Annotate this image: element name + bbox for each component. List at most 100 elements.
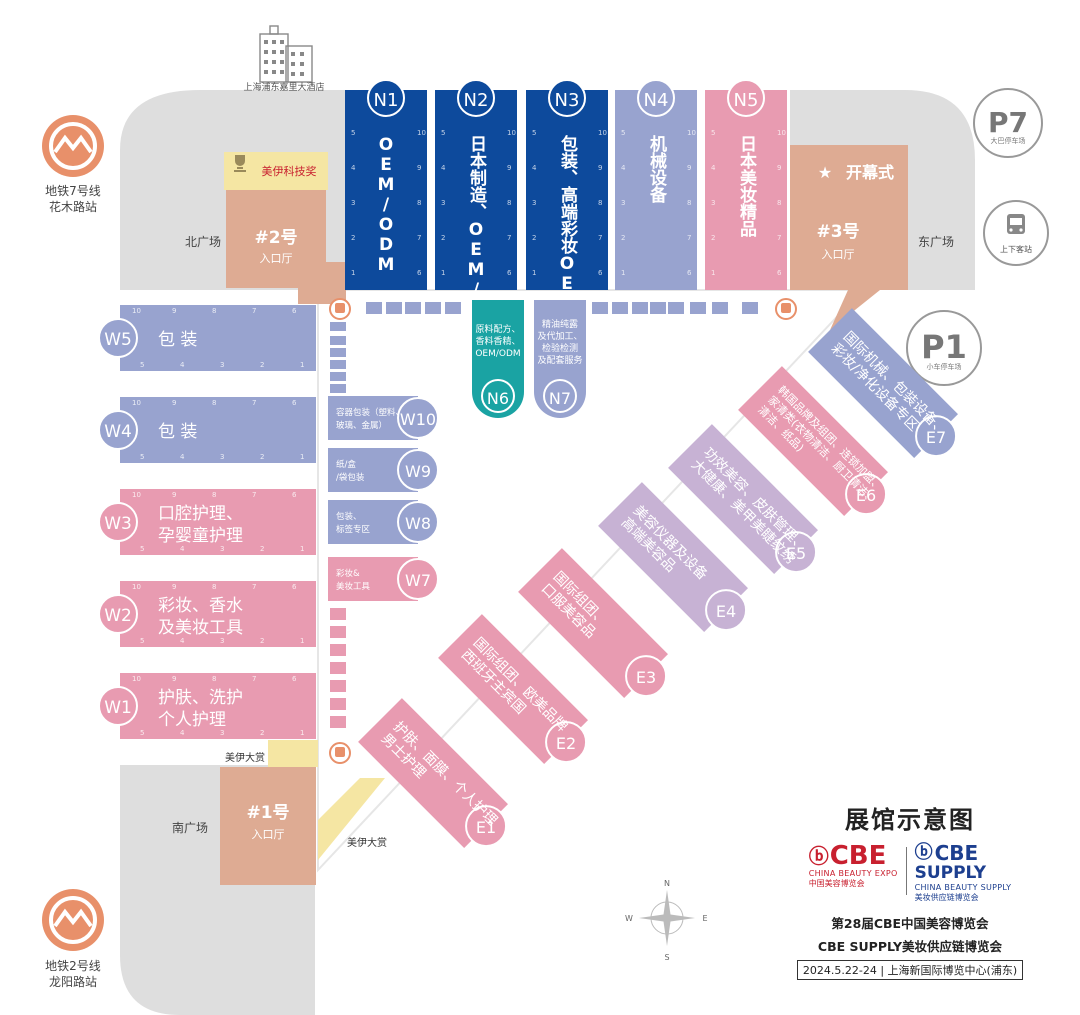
meeting-room[interactable]: [592, 302, 608, 314]
booth-number: 9: [417, 164, 421, 172]
p1-parking-icon[interactable]: [906, 310, 982, 386]
cbe-en: CHINA BEAUTY EXPO: [808, 869, 898, 878]
booth-number: 10: [507, 129, 516, 137]
hall-n7[interactable]: 精油纯露 及代加工、 检验检测 及配套服务 N7: [534, 300, 586, 418]
booth-number: 2: [532, 234, 536, 242]
metro-2-icon[interactable]: [42, 889, 104, 951]
booth-number: 7: [598, 234, 602, 242]
hall-badge: [545, 721, 588, 764]
hall-n6-line3: OEM/ODM: [475, 349, 520, 359]
hall-badge: [397, 449, 439, 491]
p7-parking-icon[interactable]: [973, 88, 1043, 158]
hall-id: E6: [856, 486, 876, 505]
meeting-room[interactable]: [330, 698, 346, 710]
booth-number: 4: [180, 637, 185, 645]
meeting-room[interactable]: [445, 302, 461, 314]
meeting-room[interactable]: [330, 348, 346, 357]
booth-number: 6: [292, 583, 297, 591]
meeting-room[interactable]: [366, 302, 382, 314]
meeting-room[interactable]: [386, 302, 402, 314]
meeting-room[interactable]: [330, 662, 346, 674]
hall-label-1: 包 装: [158, 422, 197, 442]
hall-n6-id: N6: [487, 389, 509, 408]
meeting-room[interactable]: [330, 372, 346, 381]
booth-number: 10: [777, 129, 786, 137]
meeting-room[interactable]: [330, 626, 346, 638]
booth-number: 3: [220, 729, 224, 737]
hall-w9[interactable]: W9纸/盒/袋包装: [328, 448, 439, 492]
booth-number: 10: [132, 399, 141, 407]
hall-id: E1: [476, 818, 496, 837]
hall-id: N2: [464, 90, 489, 111]
award-1-zone[interactable]: [268, 740, 318, 767]
hall-id: E5: [786, 544, 806, 563]
hall-n6[interactable]: 原料配方、 香料香精、 OEM/ODM N6: [472, 300, 524, 418]
meeting-room[interactable]: [330, 322, 346, 331]
hall-body: [438, 614, 588, 764]
booth-number: 6: [777, 269, 782, 277]
meeting-room[interactable]: [330, 680, 346, 692]
bus-stop-icon-north[interactable]: [329, 298, 351, 320]
meeting-room[interactable]: [632, 302, 648, 314]
hall-id: W7: [405, 571, 431, 590]
hall-label-2: 玻璃、金属）: [336, 420, 387, 431]
meeting-room[interactable]: [612, 302, 628, 314]
meeting-room[interactable]: [330, 336, 346, 345]
bus-stop-icon-east[interactable]: [775, 298, 797, 320]
meeting-room[interactable]: [690, 302, 706, 314]
hall-id: N1: [374, 90, 399, 111]
meeting-room[interactable]: [330, 360, 346, 369]
north-plaza-label: 北广场: [185, 235, 221, 249]
entrance-3[interactable]: [790, 145, 908, 290]
entrance-1[interactable]: [220, 767, 316, 885]
map-title: 展馆示意图: [845, 806, 975, 834]
entrance-1-number: #1号: [246, 803, 289, 823]
supply-en: CHINA BEAUTY SUPPLY: [914, 883, 1012, 892]
shuttle-station-icon[interactable]: [983, 200, 1049, 266]
meeting-room[interactable]: [668, 302, 684, 314]
meeting-room[interactable]: [650, 302, 666, 314]
booth-number: 2: [260, 545, 264, 553]
meeting-room[interactable]: [405, 302, 421, 314]
hall-id: W4: [104, 422, 132, 442]
booth-number: 4: [180, 545, 185, 553]
award-2-zone[interactable]: [318, 778, 385, 860]
meeting-room[interactable]: [425, 302, 441, 314]
booth-number: 1: [441, 269, 445, 277]
meeting-room[interactable]: [330, 384, 346, 393]
hall-label-2: 及美妆工具: [158, 618, 243, 638]
building-icon: [259, 25, 313, 83]
hall-badge: [98, 318, 138, 358]
meeting-room[interactable]: [712, 302, 728, 314]
booth-number: 10: [132, 307, 141, 315]
hall-badge: [397, 558, 439, 600]
metro-7-icon[interactable]: [42, 115, 104, 177]
meeting-room[interactable]: [742, 302, 758, 314]
booth-number: 8: [507, 199, 511, 207]
meeting-room[interactable]: [330, 608, 346, 620]
meeting-room[interactable]: [330, 716, 346, 728]
booth-number: 3: [532, 199, 536, 207]
hall-badge: [98, 410, 138, 450]
bus-stop-icon-west[interactable]: [329, 742, 351, 764]
hall-label-1: 包 装: [158, 330, 197, 350]
meeting-room[interactable]: [330, 644, 346, 656]
booth-number: 2: [711, 234, 715, 242]
